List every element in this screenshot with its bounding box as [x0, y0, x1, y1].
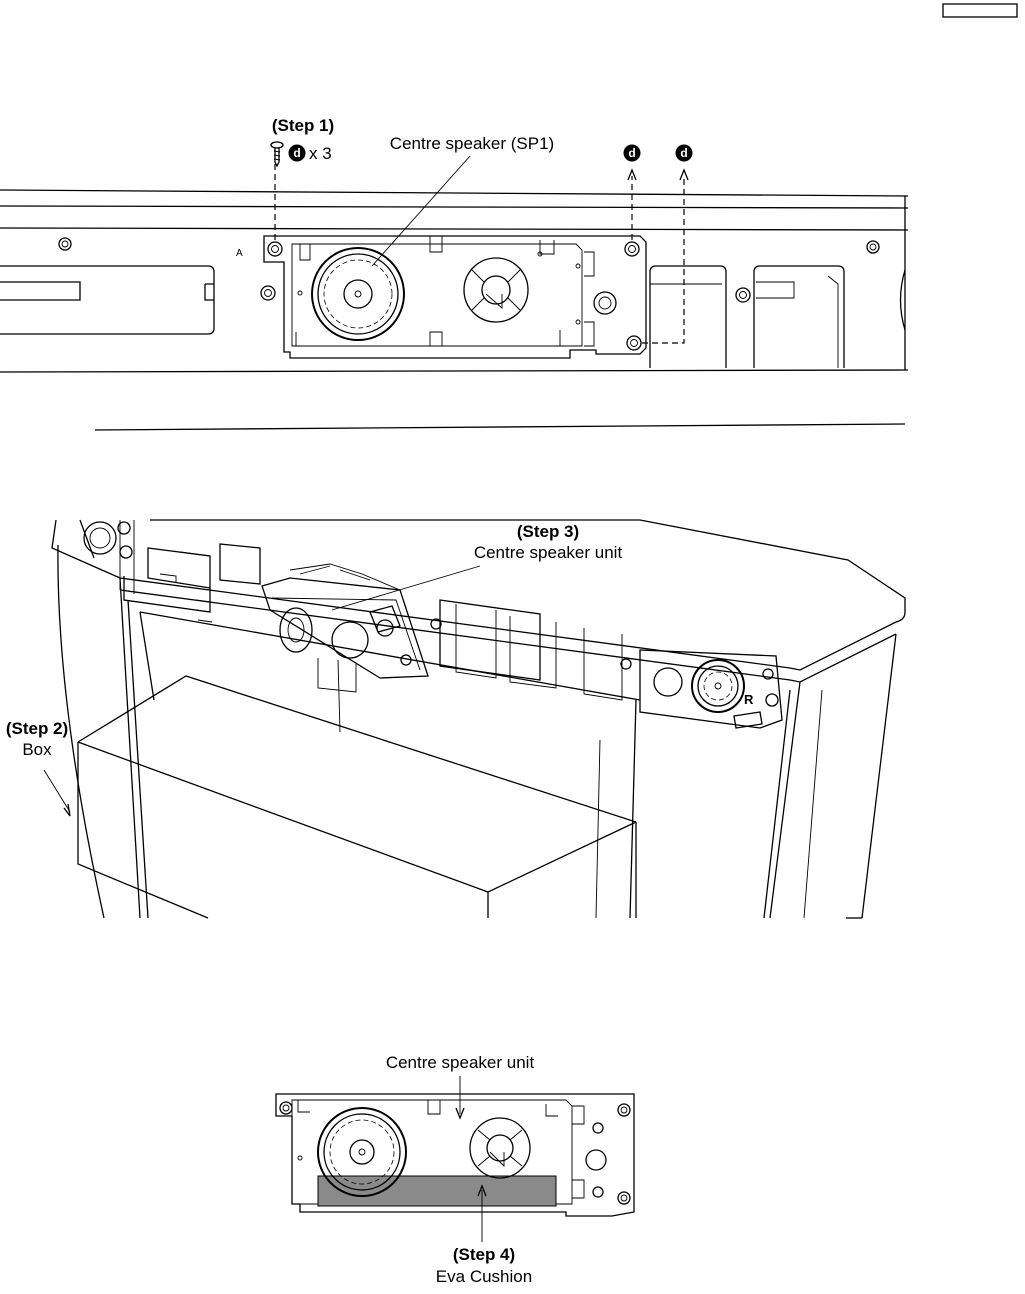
- figure-1-chassis-view: A: [0, 116, 909, 431]
- screw-d-badge-right-2: d: [675, 144, 693, 162]
- figure-3-speaker-unit: Centre speaker unit (Step 4) Eva Cushion: [275, 1053, 635, 1286]
- step-2-caption: Box: [22, 740, 52, 759]
- step-2-label: (Step 2): [6, 719, 68, 738]
- chassis-screw-left: [58, 237, 72, 251]
- chassis-screw-right: [866, 240, 880, 254]
- screw-icon: [270, 141, 284, 168]
- screw-d-badge-right-1-text: d: [628, 146, 635, 160]
- box: [77, 675, 637, 919]
- screw-d-badge: d: [288, 144, 306, 162]
- centre-speaker-unit-caption: Centre speaker unit: [386, 1053, 535, 1072]
- right-side-mark: R: [744, 692, 754, 707]
- screw-d-badge-text: d: [293, 146, 300, 160]
- step-4-caption: Eva Cushion: [436, 1267, 532, 1286]
- screw-d-badge-right-1: d: [623, 144, 641, 162]
- screw-d-badge-right-2-text: d: [680, 146, 687, 160]
- centre-speaker-sp1-label: Centre speaker (SP1): [390, 134, 554, 153]
- step-1-label: (Step 1): [272, 116, 334, 135]
- step-3-label: (Step 3): [517, 522, 579, 541]
- step-3-caption: Centre speaker unit: [474, 543, 623, 562]
- centre-speaker-unit-lifted: [261, 563, 429, 679]
- eva-cushion: [317, 1175, 557, 1207]
- panel-mark: A: [236, 248, 243, 259]
- screw-count: x 3: [309, 144, 332, 163]
- figure-2-perspective-view: R (Step 3) Centre speaker unit (Step 2) …: [6, 519, 906, 919]
- right-speaker: R: [639, 649, 783, 729]
- centre-speaker-bracket: [260, 235, 751, 359]
- step-4-label: (Step 4): [453, 1245, 515, 1264]
- page-number-box: [942, 3, 1018, 18]
